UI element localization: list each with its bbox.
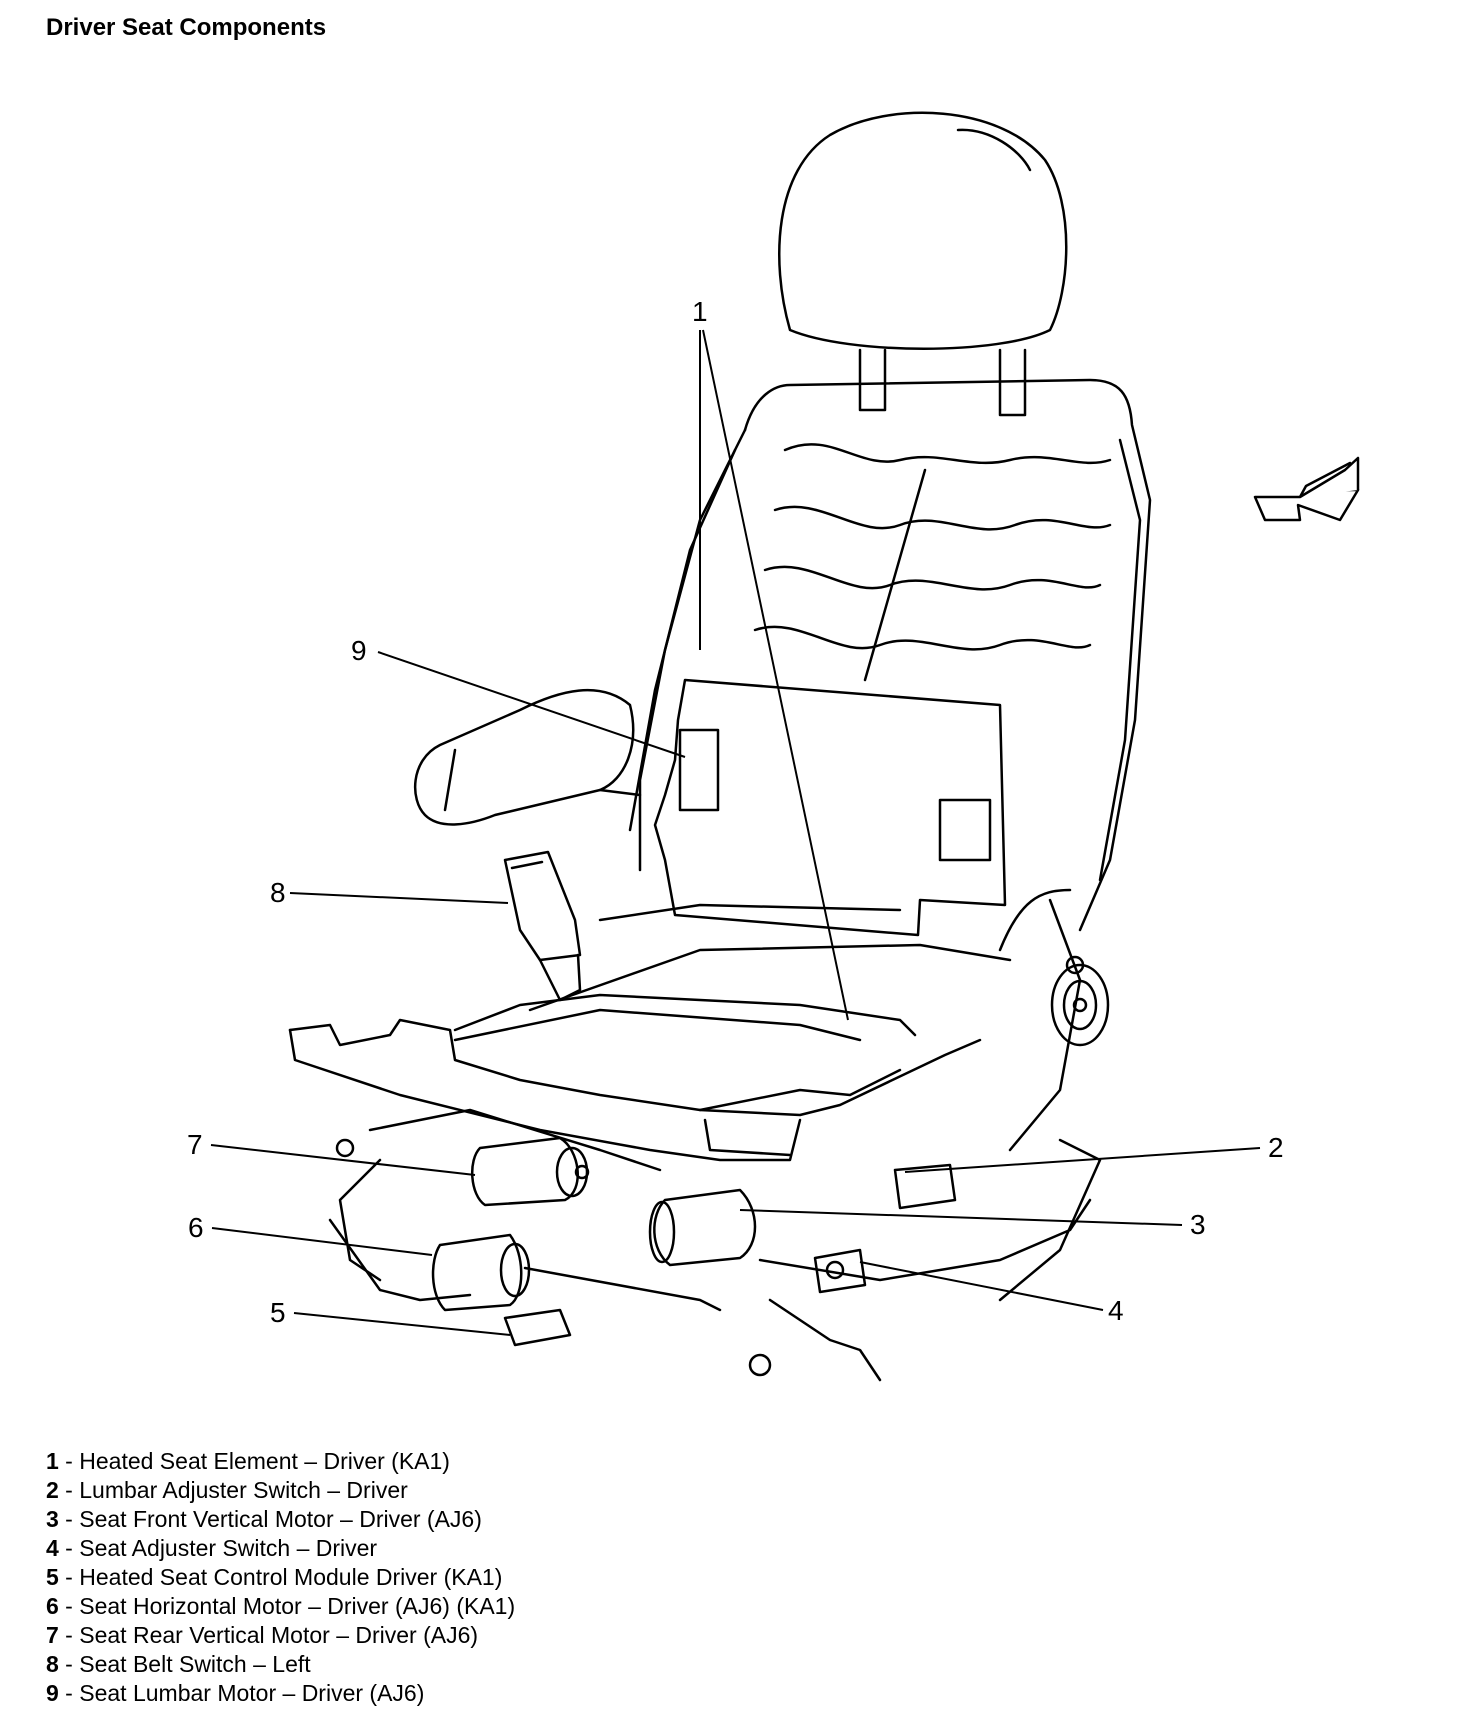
- armrest: [413, 688, 642, 826]
- leader-1b: [702, 329, 849, 1021]
- headrest: [778, 111, 1068, 417]
- legend-item: 5 - Heated Seat Control Module Driver (K…: [46, 1564, 503, 1590]
- callout-8: 8: [270, 877, 286, 908]
- legend-item: 4 - Seat Adjuster Switch – Driver: [46, 1535, 378, 1561]
- page-title: Driver Seat Components: [46, 14, 327, 41]
- rear-vertical-motor: [470, 1136, 590, 1207]
- legend-item: 6 - Seat Horizontal Motor – Driver (AJ6)…: [46, 1593, 516, 1619]
- seat-adjuster-switch: [813, 1248, 867, 1294]
- legend-item: 1 - Heated Seat Element – Driver (KA1): [46, 1448, 450, 1474]
- bolt: [1065, 955, 1085, 975]
- callout-1: 1: [692, 296, 708, 327]
- seat-base-frame: [328, 888, 1102, 1382]
- bolt: [748, 1353, 772, 1377]
- lumbar-adjuster-switch: [893, 1163, 957, 1210]
- horizontal-motor: [431, 1233, 722, 1312]
- callout-3: 3: [1190, 1209, 1206, 1240]
- callout-9: 9: [351, 635, 367, 666]
- lumbar-plate: [653, 678, 1007, 937]
- seat-back-frame: [628, 378, 1152, 932]
- callout-5: 5: [270, 1297, 286, 1328]
- heated-seat-control-module: [503, 1308, 572, 1347]
- leader-5: [293, 1312, 511, 1336]
- leader-lines: [210, 329, 1261, 1336]
- legend-item: 2 - Lumbar Adjuster Switch – Driver: [46, 1477, 408, 1503]
- leader-9: [377, 651, 686, 758]
- leader-6: [211, 1227, 433, 1256]
- seat-diagram: 1 2 3 4 5 6 7 8 9: [187, 111, 1360, 1382]
- component-legend: 1 - Heated Seat Element – Driver (KA1) 2…: [46, 1447, 515, 1708]
- bolt: [335, 1138, 355, 1158]
- legend-item: 9 - Seat Lumbar Motor – Driver (AJ6): [46, 1680, 425, 1706]
- seat-belt-buckle: [503, 850, 582, 1002]
- front-direction-arrow-icon: [1253, 456, 1360, 522]
- legend-item: 3 - Seat Front Vertical Motor – Driver (…: [46, 1506, 482, 1532]
- legend-item: 7 - Seat Rear Vertical Motor – Driver (A…: [46, 1622, 479, 1648]
- callout-4: 4: [1108, 1295, 1124, 1326]
- recliner-knob: [1050, 963, 1110, 1047]
- leader-8: [289, 892, 509, 904]
- callout-7: 7: [187, 1129, 203, 1160]
- legend-item: 8 - Seat Belt Switch – Left: [46, 1651, 311, 1677]
- front-vertical-motor: [648, 1188, 757, 1267]
- leader-4: [859, 1261, 1104, 1311]
- leader-3: [739, 1209, 1183, 1226]
- leader-2: [904, 1147, 1261, 1173]
- leader-7: [210, 1144, 476, 1176]
- callout-2: 2: [1268, 1132, 1284, 1163]
- seat-cushion-heater: [288, 993, 982, 1162]
- callout-6: 6: [188, 1212, 204, 1243]
